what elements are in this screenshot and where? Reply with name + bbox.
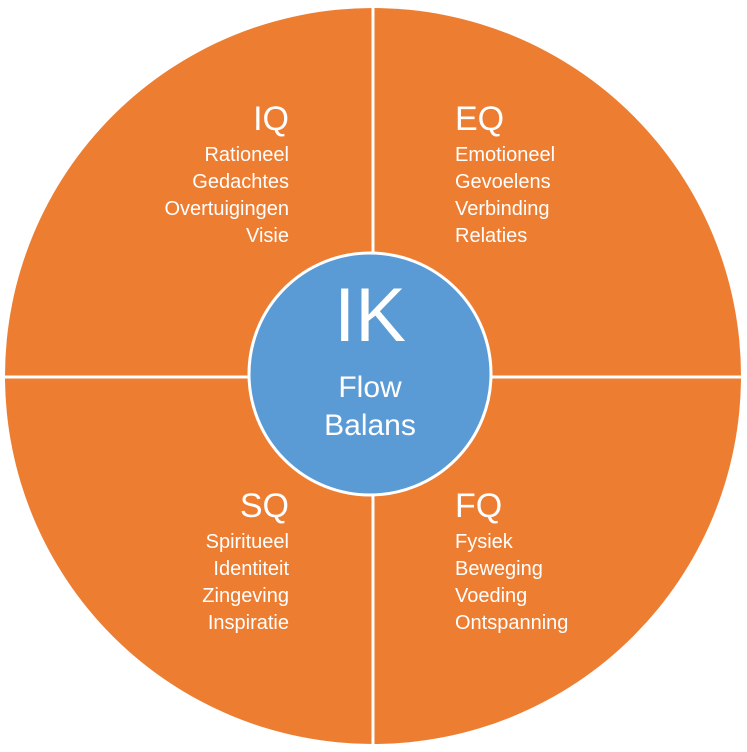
quadrant-item: Emotioneel: [455, 144, 556, 166]
center-subtitle-1: Flow: [338, 371, 402, 404]
quadrant-item: Identiteit: [213, 558, 289, 580]
quadrant-title: EQ: [455, 100, 505, 138]
center-circle: [247, 251, 493, 497]
quadrant-sq: SQ Spiritueel Identiteit Zingeving Inspi…: [202, 489, 289, 637]
quadrant-eq: EQ Emotioneel Gevoelens Verbinding Relat…: [455, 102, 555, 250]
center-title: IK: [334, 273, 406, 358]
quadrant-item: Gedachtes: [192, 171, 289, 193]
quadrant-item: Fysiek: [455, 531, 513, 553]
quadrant-iq: IQ Rationeel Gedachtes Overtuigingen Vis…: [164, 102, 289, 250]
quadrant-item: Beweging: [455, 558, 543, 580]
quadrant-title: FQ: [455, 487, 503, 525]
center-subtitle-2: Balans: [324, 409, 416, 442]
quadrant-item: Spiritueel: [205, 531, 289, 553]
quadrant-item: Relaties: [455, 225, 528, 247]
quadrant-item: Gevoelens: [455, 171, 551, 193]
quadrant-item: Verbinding: [455, 198, 550, 220]
quadrant-item: Ontspanning: [455, 612, 569, 634]
quadrant-fq: FQ Fysiek Beweging Voeding Ontspanning: [455, 489, 568, 637]
center-label: IK Flow Balans: [250, 254, 490, 494]
quadrant-item: Voeding: [455, 585, 528, 607]
quadrant-item: Inspiratie: [207, 612, 289, 634]
quadrant-title: IQ: [253, 100, 289, 138]
quadrant-title: SQ: [239, 487, 289, 525]
quadrant-item: Overtuigingen: [164, 198, 289, 220]
quadrant-item: Rationeel: [204, 144, 289, 166]
quadrant-item: Zingeving: [202, 585, 289, 607]
quadrant-item: Visie: [246, 225, 289, 247]
